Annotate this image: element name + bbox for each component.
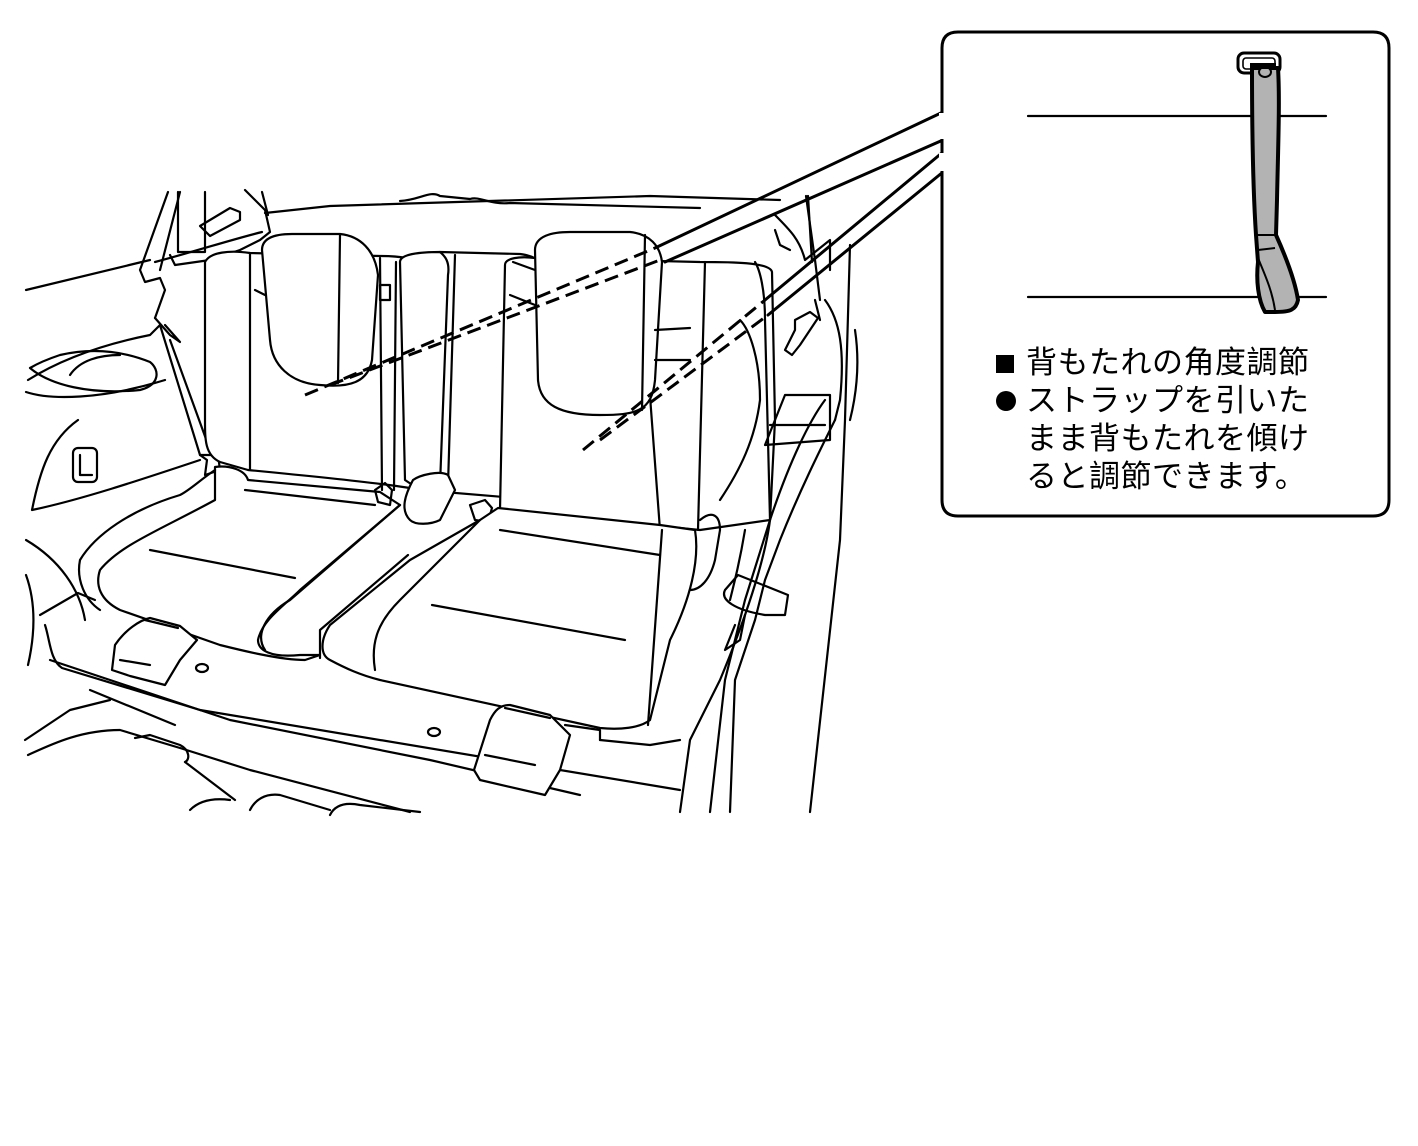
right-seatback — [498, 230, 777, 532]
callout-body-line-1: ストラップを引いた — [996, 382, 1356, 420]
adjustment-strap-icon — [1236, 51, 1300, 314]
heading-text: 背もたれの角度調節 — [1026, 345, 1310, 381]
body-text-line: まま背もたれを傾け — [1026, 421, 1310, 457]
leader-lines — [304, 110, 945, 452]
right-seat-cushion — [318, 506, 722, 730]
package-tray-edge — [263, 194, 782, 215]
callout-box — [939, 30, 1391, 518]
left-seat-cushion — [77, 465, 402, 662]
body-text-line: ると調節できます。 — [1026, 459, 1307, 495]
floor-trim — [23, 591, 682, 817]
square-bullet-icon — [996, 355, 1014, 373]
left-seatback — [203, 232, 422, 492]
left-door-panel — [24, 230, 264, 667]
callout-text: 背もたれの角度調節 ストラップを引いた まま背もたれを傾け ると調節できます。 — [996, 344, 1356, 496]
circle-bullet-icon — [996, 391, 1016, 411]
callout-body-line-3: ると調節できます。 — [996, 458, 1356, 496]
callout-heading: 背もたれの角度調節 — [996, 344, 1356, 382]
callout-body-line-2: まま背もたれを傾け — [996, 420, 1356, 458]
body-text-line: ストラップを引いた — [1026, 383, 1310, 419]
center-seat-hinge — [403, 471, 494, 525]
